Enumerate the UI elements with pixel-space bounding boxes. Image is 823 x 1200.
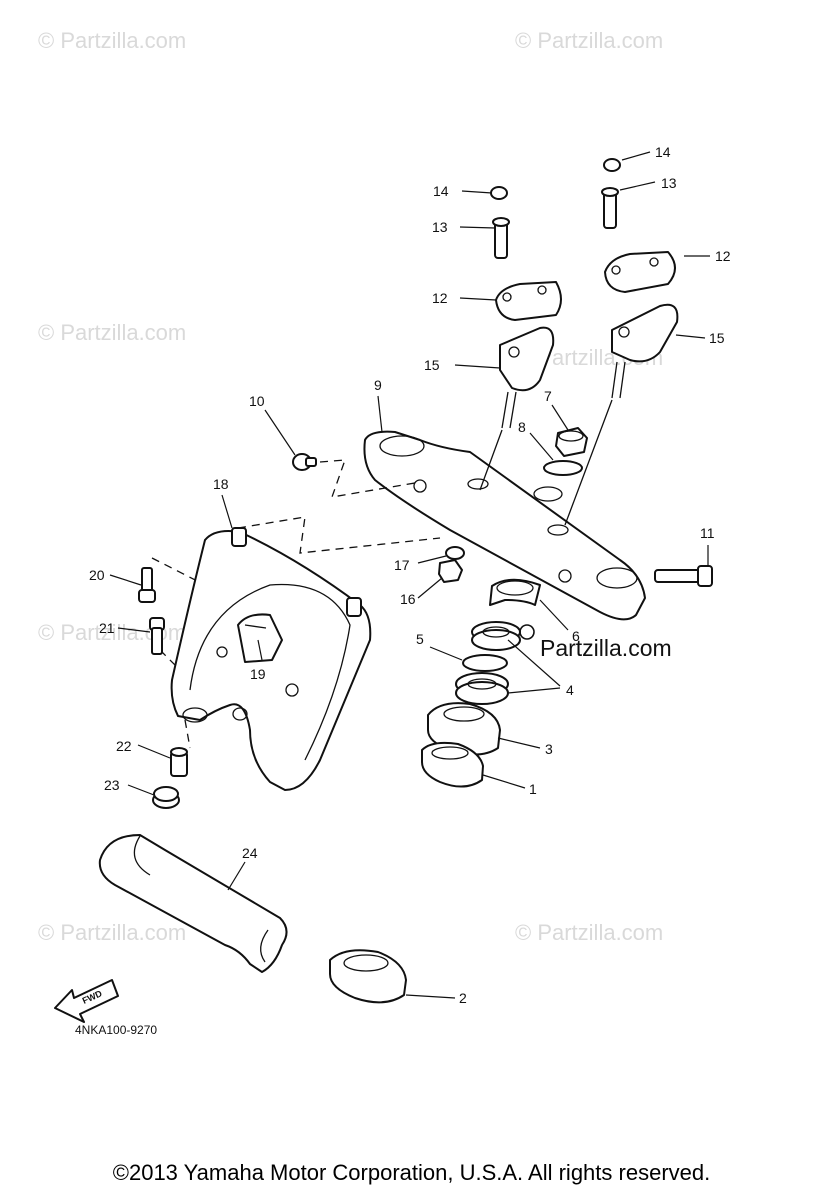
callout-22: 22: [116, 738, 132, 754]
watermarks: © Partzilla.com © Partzilla.com © Partzi…: [38, 28, 672, 945]
watermark-top-right: © Partzilla.com: [515, 28, 663, 53]
watermark-bottom-left: © Partzilla.com: [38, 920, 186, 945]
fwd-arrow-icon: FWD: [54, 979, 119, 1023]
watermark-center-text: Partzilla.com: [540, 635, 672, 661]
ring-nut-upper-4: [471, 621, 521, 651]
callout-6: 6: [572, 628, 580, 644]
copyright-notice: ©2013 Yamaha Motor Corporation, U.S.A. A…: [112, 1160, 711, 1185]
callout-8: 8: [518, 419, 526, 435]
callout-10: 10: [249, 393, 265, 409]
handlebar-holder-right: [601, 158, 679, 399]
bearing-1: [421, 741, 484, 788]
callout-7: 7: [544, 388, 552, 404]
bearing-2: [329, 949, 407, 1004]
nut-7: [555, 427, 588, 457]
callout-2: 2: [459, 990, 467, 1006]
nut-16: [438, 559, 463, 583]
cover-24: [98, 834, 288, 973]
callout-15-left: 15: [424, 357, 440, 373]
ring-nut-lower-4: [455, 672, 509, 705]
callout-13-right: 13: [661, 175, 677, 191]
callout-24: 24: [242, 845, 258, 861]
watermark-mid-left: © Partzilla.com: [38, 320, 186, 345]
watermark-center: Partzilla.com: [519, 624, 672, 661]
washer-6: [489, 578, 541, 606]
diagram-code: 4NKA100-9270: [75, 1023, 157, 1037]
handlebar-holder-left: [490, 186, 562, 429]
callout-1: 1: [529, 781, 537, 797]
washer-5: [462, 654, 508, 672]
callout-14-right: 14: [655, 144, 671, 160]
holder-19: [237, 613, 283, 663]
callout-19: 19: [250, 666, 266, 682]
callout-9: 9: [374, 377, 382, 393]
callout-16: 16: [400, 591, 416, 607]
callout-21: 21: [99, 620, 115, 636]
washer-8: [543, 460, 583, 476]
callout-labels: 1 2 3 4 5 6 7 8 9 10 11 12 12 13 13 14 1…: [89, 144, 731, 1006]
callout-23: 23: [104, 777, 120, 793]
watermark-top-left: © Partzilla.com: [38, 28, 186, 53]
upper-bracket-9: [363, 430, 646, 621]
callout-4: 4: [566, 682, 574, 698]
collar-22: [170, 747, 188, 777]
grommet-10: [292, 453, 317, 471]
bolt-11: [654, 565, 713, 587]
callout-17: 17: [394, 557, 410, 573]
callout-20: 20: [89, 567, 105, 583]
callout-11: 11: [700, 525, 715, 541]
bolt-20: [138, 567, 156, 603]
callout-15-right: 15: [709, 330, 725, 346]
bolt-21: [149, 617, 165, 655]
damper-23: [152, 786, 180, 809]
callout-13-left: 13: [432, 219, 448, 235]
callout-14-left: 14: [433, 183, 449, 199]
callout-5: 5: [416, 631, 424, 647]
callout-12-left: 12: [432, 290, 448, 306]
watermark-bottom-right: © Partzilla.com: [515, 920, 663, 945]
callout-18: 18: [213, 476, 229, 492]
leader-lines: [109, 151, 710, 999]
grommet-17: [445, 546, 465, 560]
callout-3: 3: [545, 741, 553, 757]
callout-12-right: 12: [715, 248, 731, 264]
